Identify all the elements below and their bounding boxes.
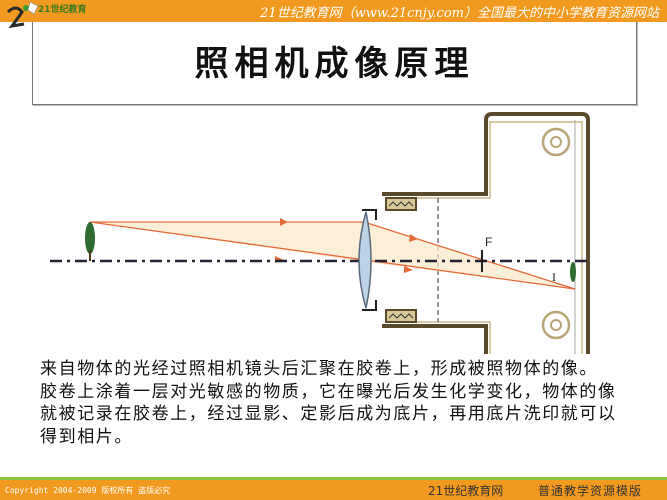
body-line: 得到相片。 <box>40 426 133 447</box>
camera-body <box>382 112 590 354</box>
footer-bar: Copyright 2004-2009 版权所有 盗版必究 21世纪教育网 普通… <box>0 480 667 500</box>
focus-label: F <box>485 235 492 249</box>
logo-icon <box>6 1 39 29</box>
title-box: 照相机成像原理 <box>32 19 637 105</box>
lens <box>358 209 377 311</box>
header-bar: 21世纪教育 21世纪教育网（www.21cnjy.com）全国最大的中小学教育… <box>0 0 667 29</box>
body-line: 就被记录在胶卷上，经过显影、定影后成为底片，再用底片洗印就可以 <box>40 404 617 424</box>
image-label: I <box>552 270 556 284</box>
slide-title: 照相机成像原理 <box>194 44 475 84</box>
focus-ring-bottom <box>385 309 417 323</box>
footer-template: 普通教学资源模版 <box>538 484 643 498</box>
camera-body-inner <box>386 121 583 354</box>
focus-ring-top <box>385 197 417 211</box>
footer-brand: 21世纪教育网 <box>428 484 504 498</box>
image-tree-icon <box>570 262 576 282</box>
film-roller-top <box>541 127 571 157</box>
copyright-text: Copyright 2004-2009 版权所有 盗版必究 <box>5 486 171 495</box>
logo-text: 21世纪教育 <box>38 5 87 15</box>
camera-diagram: F I <box>50 112 590 354</box>
body-line: 来自物体的光经过照相机镜头后汇聚在胶卷上，形成被照物体的像。 <box>40 359 598 379</box>
body-text: 来自物体的光经过照相机镜头后汇聚在胶卷上，形成被照物体的像。 胶卷上涂着一层对光… <box>40 358 660 448</box>
object-tree-icon <box>85 222 95 261</box>
footer-accent-line <box>0 477 667 480</box>
body-line: 胶卷上涂着一层对光敏感的物质，它在曝光后发生化学变化，物体的像 <box>40 381 617 402</box>
film-roller-bottom <box>541 310 571 340</box>
light-rays <box>89 221 576 290</box>
header-slogan: 21世纪教育网（www.21cnjy.com）全国最大的中小学教育资源网站 <box>260 6 659 21</box>
